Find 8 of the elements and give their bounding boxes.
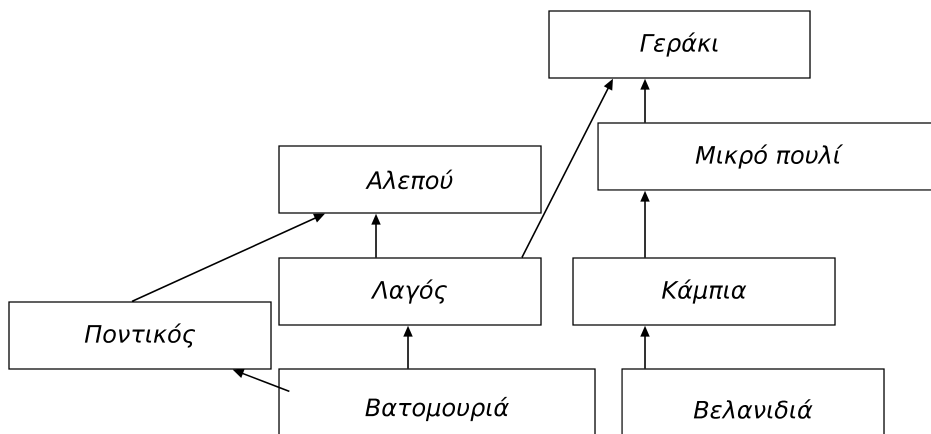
species-box: Βατομουριά: [278, 368, 596, 434]
species-box: Ποντικός: [8, 301, 272, 370]
species-box: Μικρό πουλί: [597, 122, 931, 191]
species-box: Γεράκι: [548, 10, 811, 79]
species-box: Κάμπια: [572, 257, 836, 326]
species-box: Λαγός: [278, 257, 542, 326]
species-box: Αλεπού: [278, 145, 542, 214]
species-box: Βελανιδιά: [621, 368, 885, 434]
